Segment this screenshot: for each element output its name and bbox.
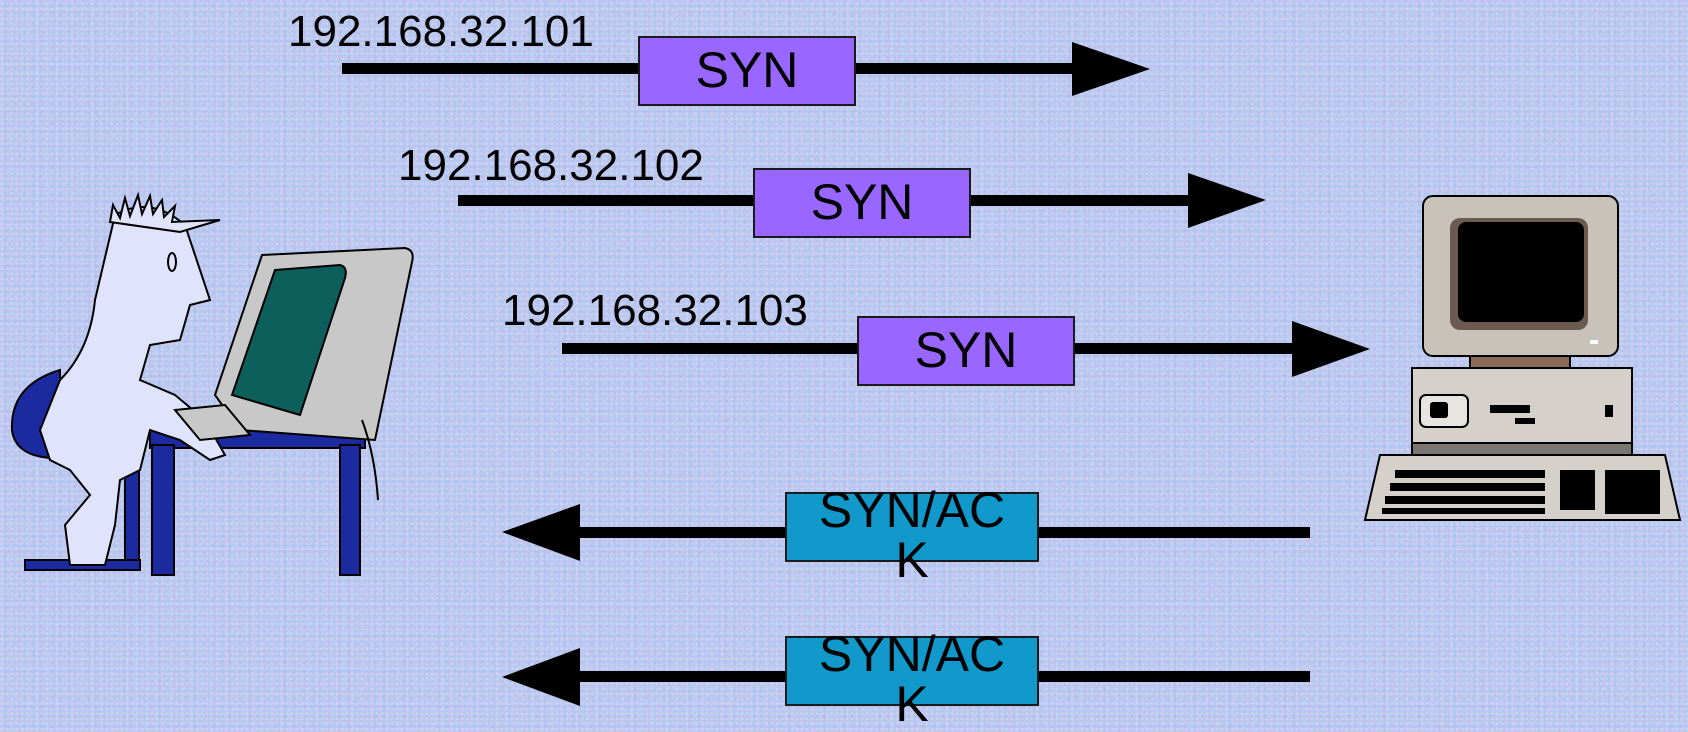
syn-2-source-ip: 192.168.32.102	[398, 141, 704, 190]
synack-2-label-line2: K	[895, 676, 929, 732]
syn-3-packet-box: SYN	[857, 316, 1075, 386]
syn-2-packet-box: SYN	[753, 168, 971, 238]
syn-1-packet-label: SYN	[695, 42, 799, 98]
synack-arrow-2-head	[502, 648, 580, 706]
syn-arrow-3-head	[1292, 321, 1370, 377]
syn-1-source-ip: 192.168.32.101	[288, 7, 594, 56]
synack-2-label-line1: SYN/AC	[818, 626, 1006, 682]
synack-2-packet-box: SYN/AC K	[785, 629, 1039, 729]
syn-arrow-2-head	[1188, 173, 1266, 228]
syn-1-packet-box: SYN	[638, 36, 856, 106]
synack-1-label-line2: K	[895, 532, 929, 588]
synack-1-packet-box: SYN/AC K	[785, 485, 1039, 585]
syn-3-packet-label: SYN	[914, 322, 1018, 378]
syn-2-packet-label: SYN	[810, 174, 914, 230]
syn-3-source-ip: 192.168.32.103	[502, 286, 808, 335]
synack-arrow-1-head	[502, 504, 580, 561]
synack-1-label-line1: SYN/AC	[818, 482, 1006, 538]
syn-arrow-1-head	[1072, 42, 1150, 96]
